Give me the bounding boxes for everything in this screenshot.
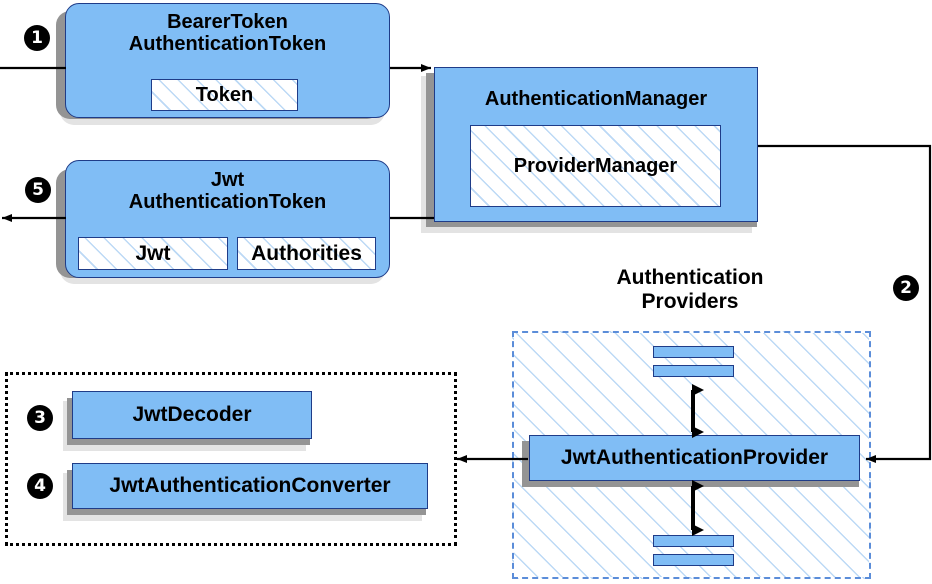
bearer-token-title: BearerToken AuthenticationToken — [66, 11, 389, 56]
jwt-token-title: Jwt AuthenticationToken — [66, 169, 389, 214]
step-badge-5: 5 — [25, 177, 51, 203]
jwt-converter-title: JwtAuthenticationConverter — [109, 474, 391, 498]
step-badge-2: 2 — [893, 275, 919, 301]
jwt-components-region — [5, 372, 457, 546]
provider-stub-top-2 — [653, 365, 734, 377]
bearer-token-title-line1: BearerToken — [167, 11, 288, 33]
authentication-providers-label: Authentication Providers — [580, 266, 800, 314]
jwt-token-title-line2: AuthenticationToken — [128, 191, 327, 214]
provider-stub-bottom-2 — [653, 554, 734, 566]
provider-stub-bottom-1 — [653, 535, 734, 547]
authentication-manager-title: AuthenticationManager — [484, 88, 708, 110]
authorities-inner-box: Authorities — [237, 237, 376, 270]
provider-manager-inner-box: ProviderManager — [470, 125, 721, 207]
jwt-decoder-title: JwtDecoder — [132, 403, 252, 427]
authentication-providers-label-line2: Providers — [641, 290, 739, 314]
jwt-authentication-provider-node[interactable]: JwtAuthenticationProvider — [529, 435, 860, 481]
jwt-token-title-line1: Jwt — [210, 169, 245, 191]
jwt-inner-box: Jwt — [78, 237, 228, 270]
provider-stub-top-1 — [653, 346, 734, 358]
step-badge-1: 1 — [24, 25, 50, 51]
token-inner-box: Token — [151, 79, 298, 111]
authentication-providers-label-line1: Authentication — [616, 266, 764, 289]
jwt-authentication-converter-node[interactable]: JwtAuthenticationConverter — [72, 463, 428, 509]
jwt-provider-title: JwtAuthenticationProvider — [560, 446, 829, 470]
jwt-decoder-node[interactable]: JwtDecoder — [72, 391, 312, 439]
step-badge-4: 4 — [27, 473, 53, 499]
bearer-token-title-line2: AuthenticationToken — [128, 33, 327, 56]
step-badge-3: 3 — [27, 405, 53, 431]
